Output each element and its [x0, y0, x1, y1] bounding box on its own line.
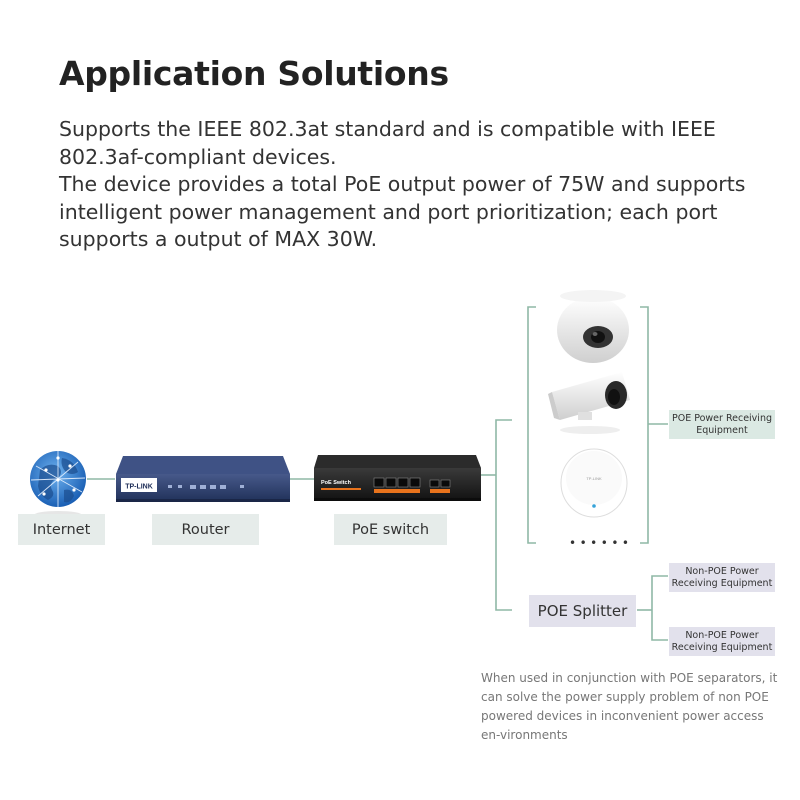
- poe-splitter-label: POE Splitter: [529, 595, 636, 627]
- router-brand-label: TP-LINK: [125, 484, 153, 491]
- ap-brand-label: TP-LINK: [586, 476, 602, 481]
- poe-power-receiving-label: POE Power Receiving Equipment: [669, 410, 775, 439]
- description-line-2: The device provides a total PoE output p…: [59, 172, 746, 251]
- description: Supports the IEEE 802.3at standard and i…: [59, 116, 779, 254]
- router-label: Router: [152, 514, 259, 545]
- more-devices-dots: ••••••: [569, 536, 633, 550]
- connection-lines: [87, 306, 668, 641]
- poe-switch-device: PoE Switch: [314, 455, 481, 501]
- dome-camera-icon: [557, 290, 629, 363]
- switch-brand-label: PoE Switch: [321, 480, 352, 486]
- non-poe-receiving-label-1: Non-POE Power Receiving Equipment: [669, 563, 775, 592]
- router-device: TP-LINK: [116, 456, 290, 502]
- poe-switch-label: PoE switch: [334, 514, 447, 545]
- description-line-1: Supports the IEEE 802.3at standard and i…: [59, 117, 716, 169]
- internet-label: Internet: [18, 514, 105, 545]
- access-point-icon: TP-LINK: [560, 448, 628, 518]
- non-poe-receiving-label-2: Non-POE Power Receiving Equipment: [669, 627, 775, 656]
- page-title: Application Solutions: [59, 54, 449, 93]
- splitter-note: When used in conjunction with POE separa…: [481, 671, 778, 742]
- globe-icon: [30, 451, 86, 519]
- bullet-camera-icon: [548, 372, 630, 434]
